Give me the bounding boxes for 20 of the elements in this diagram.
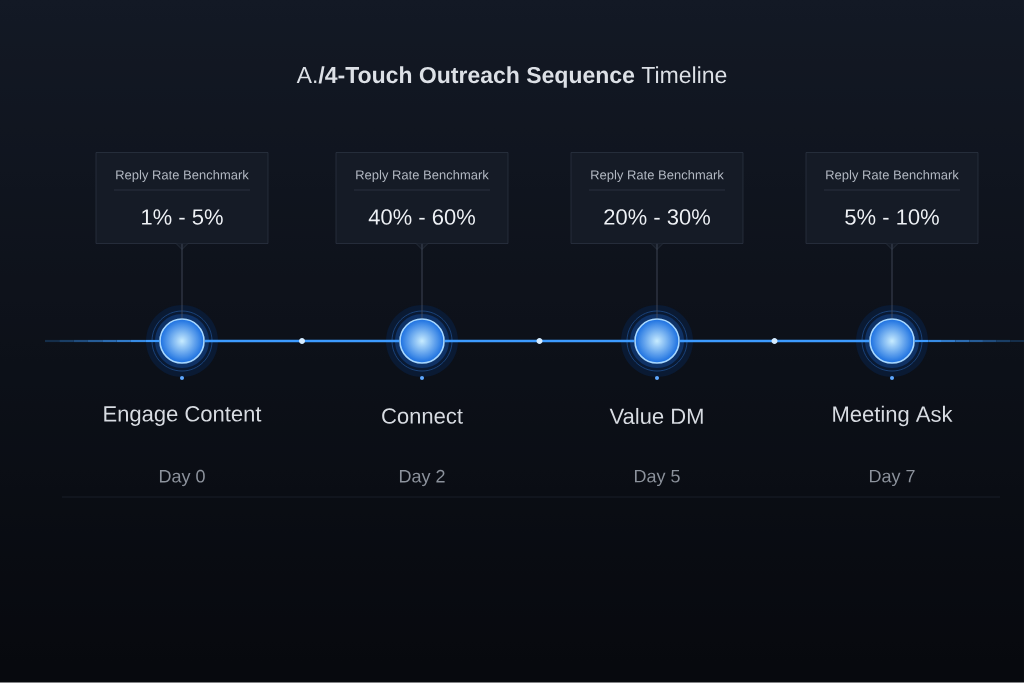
benchmark-value: 20% - 30% xyxy=(604,209,710,225)
callout-heading: Reply Rate Benchmark xyxy=(116,169,249,183)
timeline-line xyxy=(204,339,400,343)
day-label: Day 0 xyxy=(159,469,205,487)
day-label: Day 5 xyxy=(634,469,680,487)
stage-label: Engage Content xyxy=(104,406,262,426)
title: A./4-Touch Outreach Sequence Timeline xyxy=(296,66,727,88)
stage-label: Meeting Ask xyxy=(833,405,953,427)
timeline-line xyxy=(444,339,635,343)
day-label: Day 7 xyxy=(870,469,915,487)
callout-heading: Reply Rate Benchmark xyxy=(591,169,724,183)
stage-label: Connect xyxy=(382,408,463,424)
callout-heading: Reply Rate Benchmark xyxy=(826,169,959,183)
benchmark-value: 1% - 5% xyxy=(142,209,223,225)
callout-heading: Reply Rate Benchmark xyxy=(356,169,489,183)
benchmark-value: 40% - 60% xyxy=(368,209,475,225)
benchmark-value: 5% - 10% xyxy=(845,209,939,225)
day-label: Day 2 xyxy=(399,469,445,487)
timeline-line xyxy=(679,339,870,343)
stage-label: Value DM xyxy=(609,407,703,425)
